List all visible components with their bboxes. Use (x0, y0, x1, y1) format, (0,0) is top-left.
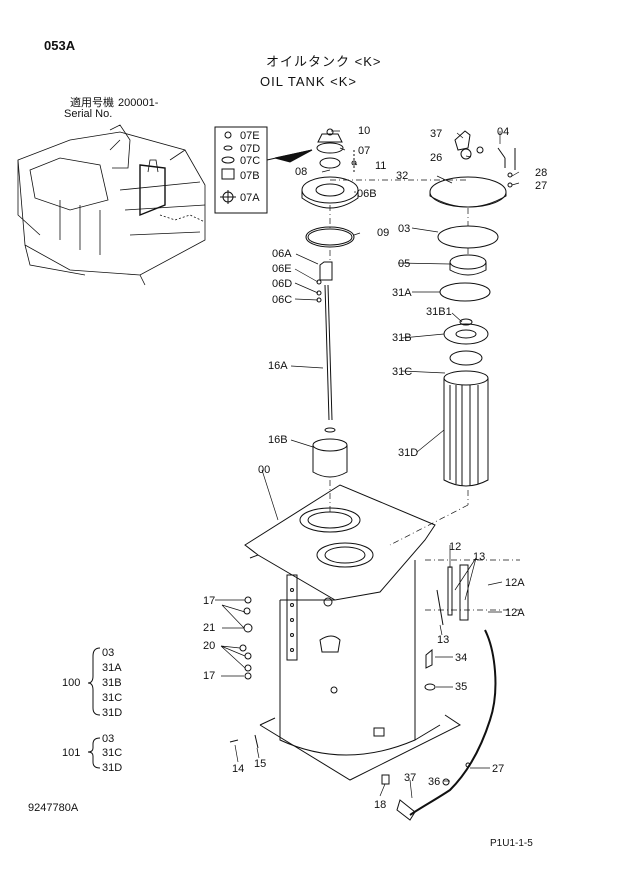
group-100-brace (87, 647, 101, 716)
filter-stack (429, 130, 516, 487)
label-12A-lower: 12A (505, 607, 525, 619)
label-07B: 07B (240, 170, 260, 182)
label-06A: 06A (272, 248, 292, 260)
label-28: 28 (535, 167, 548, 179)
label-20: 20 (203, 640, 216, 652)
group-101-item: 31D (102, 762, 123, 774)
title-jp: オイルタンク <K> (266, 54, 382, 69)
group-101-brace (87, 737, 101, 769)
drain-hose (396, 629, 497, 821)
label-07D: 07D (240, 143, 261, 155)
label-07C: 07C (240, 155, 261, 167)
breather-assembly (301, 128, 359, 248)
group-101-id: 101 (62, 747, 81, 759)
label-09: 09 (377, 227, 390, 239)
serial-jp-label: 適用号機 (70, 97, 114, 109)
label-35: 35 (455, 681, 468, 693)
group-101-item: 03 (102, 733, 115, 745)
label-27-top: 27 (535, 180, 548, 192)
label-31B: 31B (392, 332, 412, 344)
label-05: 05 (398, 258, 411, 270)
label-31A: 31A (392, 287, 412, 299)
group-100-item: 31D (102, 707, 123, 719)
label-11: 11 (375, 160, 387, 172)
label-37-top: 37 (430, 128, 443, 140)
level-gauge-assembly (312, 261, 348, 478)
serial-en-label: Serial No. (64, 108, 113, 120)
oil-tank-body (244, 484, 461, 781)
label-13-top: 13 (473, 551, 486, 563)
group-100-item: 03 (102, 647, 115, 659)
label-06E: 06E (272, 263, 292, 275)
label-21: 21 (203, 622, 216, 634)
label-10: 10 (358, 125, 371, 137)
label-36: 36 (428, 776, 441, 788)
label-07: 07 (358, 145, 371, 157)
label-07A: 07A (240, 192, 260, 204)
group-100-item: 31B (102, 677, 122, 689)
label-13-lower: 13 (437, 634, 450, 646)
centerlines (329, 179, 520, 611)
label-27-lower: 27 (492, 763, 505, 775)
label-37-lower: 37 (404, 772, 417, 784)
label-07E: 07E (240, 130, 260, 142)
title-en: OIL TANK <K> (260, 74, 358, 89)
label-14: 14 (232, 763, 245, 775)
label-16A: 16A (268, 360, 288, 372)
group-100-item: 31A (102, 662, 122, 674)
leader-lines (215, 130, 520, 799)
group-100-item: 31C (102, 692, 123, 704)
machine-location-thumbnail (17, 124, 206, 286)
label-31B1: 31B1 (426, 306, 452, 318)
label-08: 08 (295, 166, 308, 178)
label-17-upper: 17 (203, 595, 216, 607)
label-18: 18 (374, 799, 387, 811)
serial-range: 200001- (118, 97, 159, 109)
page-reference: P1U1-1-5 (490, 838, 533, 849)
label-06D: 06D (272, 278, 293, 290)
label-06C: 06C (272, 294, 293, 306)
label-00: 00 (258, 464, 271, 476)
label-31C: 31C (392, 366, 413, 378)
label-04: 04 (497, 126, 510, 138)
label-16B: 16B (268, 434, 288, 446)
label-31D: 31D (398, 447, 419, 459)
label-12A-upper: 12A (505, 577, 525, 589)
side-fasteners (229, 564, 469, 785)
label-17-lower: 17 (203, 670, 216, 682)
drawing-number: 9247780A (28, 802, 79, 814)
label-12: 12 (449, 541, 462, 553)
label-03: 03 (398, 223, 411, 235)
label-32: 32 (396, 170, 409, 182)
label-34: 34 (455, 652, 468, 664)
label-26: 26 (430, 152, 443, 164)
kit-box (214, 126, 268, 214)
label-06B: 06B (357, 188, 377, 200)
group-101-item: 31C (102, 747, 123, 759)
kit-parts (220, 131, 236, 204)
page-code: 053A (44, 38, 76, 53)
label-15: 15 (254, 758, 267, 770)
group-100-id: 100 (62, 677, 81, 689)
